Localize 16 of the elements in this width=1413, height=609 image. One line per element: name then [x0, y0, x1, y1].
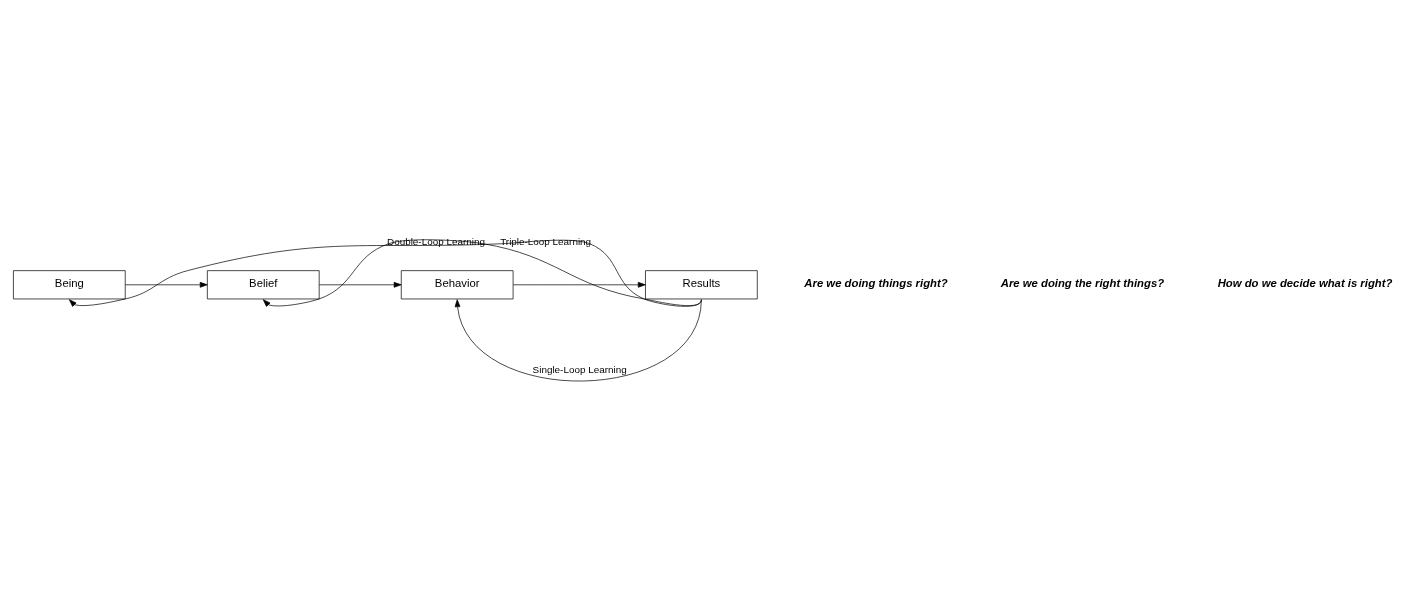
arrow	[512, 281, 646, 288]
label: How do we decide what is right?	[1217, 276, 1393, 289]
edge-label: Single-Loop Learning	[532, 364, 627, 376]
arrow	[125, 281, 208, 288]
arrow	[318, 281, 402, 288]
arrow	[454, 299, 702, 382]
node-box: Being	[13, 270, 126, 300]
arrow	[68, 239, 702, 307]
label: Are we doing things right?	[804, 276, 948, 289]
node-box: Belief	[207, 270, 320, 300]
edge-label: Triple-Loop Learning	[500, 235, 592, 247]
node-box: Behavior	[400, 270, 514, 300]
edge-label: Double-Loop Learning	[387, 235, 485, 247]
arrow	[262, 239, 702, 307]
node-box: Results	[645, 270, 758, 300]
label: Are we doing the right things?	[1000, 276, 1165, 289]
